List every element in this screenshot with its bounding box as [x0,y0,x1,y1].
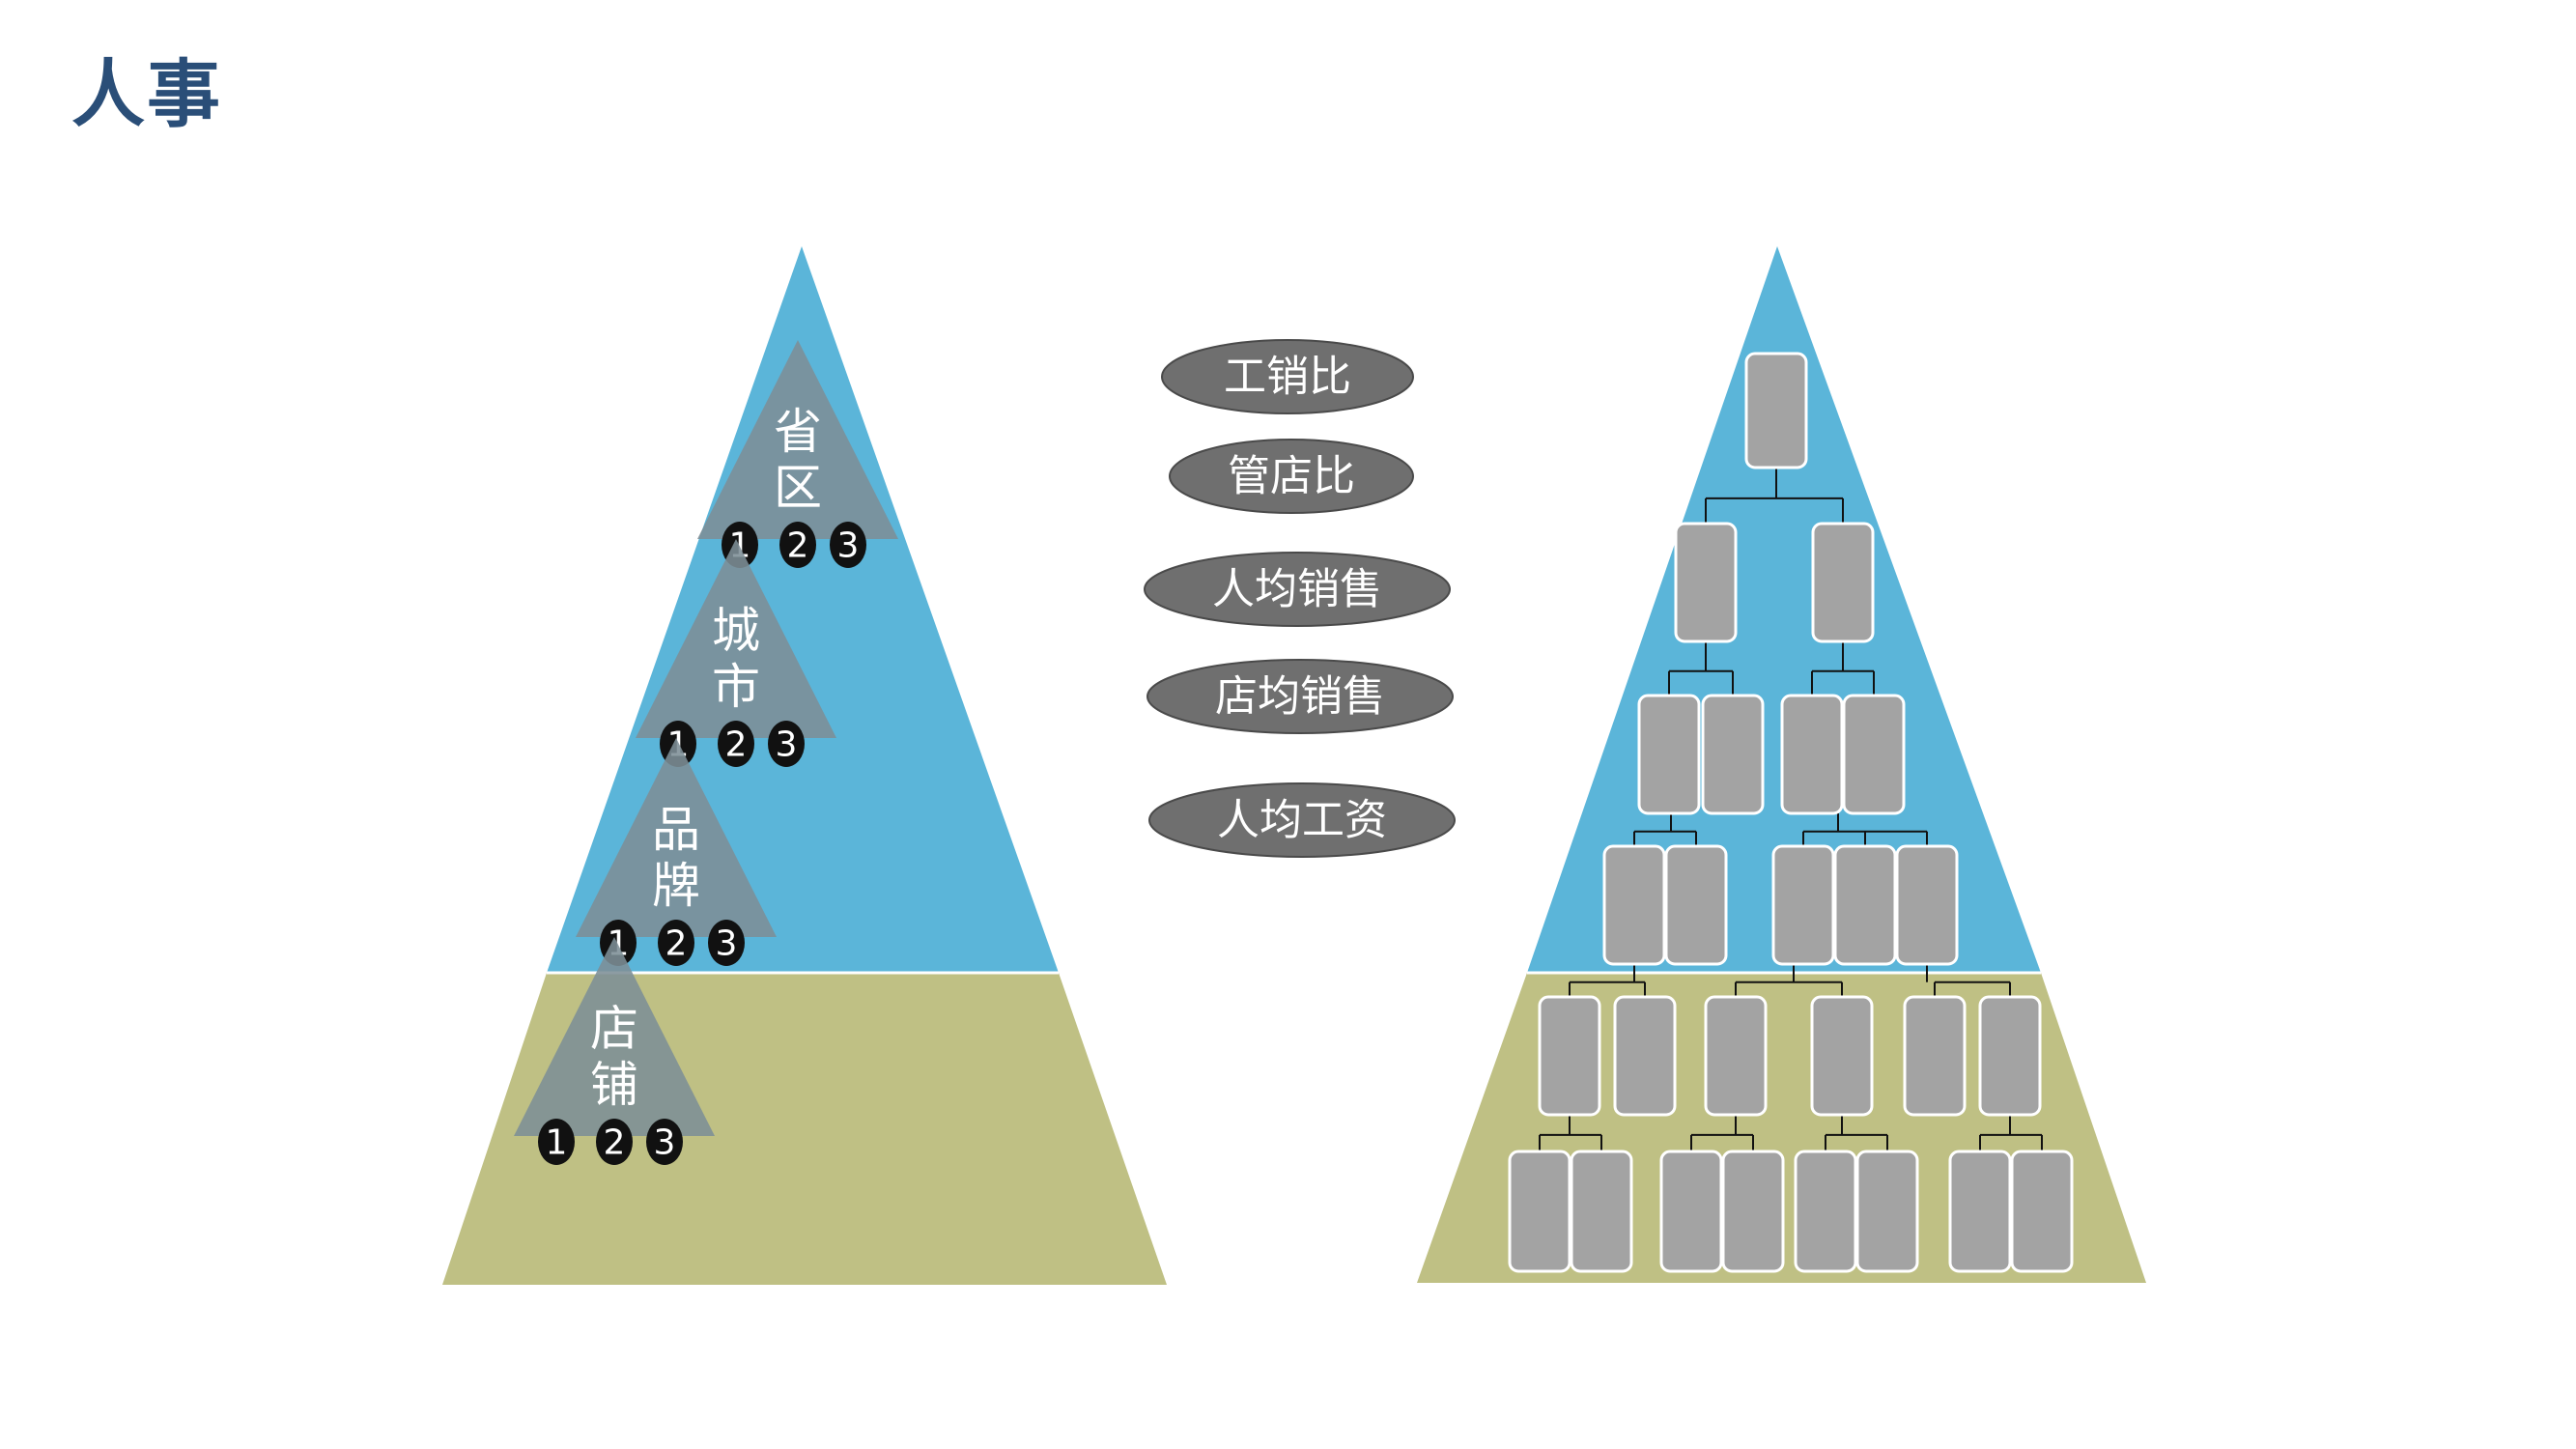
level-label-line2: 市 [712,659,760,715]
level-label-line2: 铺 [590,1057,638,1113]
org-box [1855,1150,1919,1273]
number-badge-label: 2 [604,1123,626,1163]
level-triangle [636,539,836,738]
metric-label: 管店比 [1228,452,1355,501]
org-box [1833,844,1897,966]
metric-item: 管店比 [1169,439,1414,514]
org-connectors [1539,468,2043,1151]
number-badge-label: 3 [776,725,798,765]
org-box [1508,1150,1571,1273]
org-box [1811,522,1875,643]
metric-oval [1161,339,1414,414]
org-box [1704,995,1768,1117]
org-box [1613,995,1677,1117]
number-badge-label: 2 [665,924,688,964]
number-badge-label: 3 [837,526,860,566]
level-label-line1: 品 [652,802,700,858]
metric-label: 店均销售 [1215,672,1385,722]
number-badge [768,721,805,767]
metric-item: 人均销售 [1144,552,1451,627]
level-label-line2: 区 [774,460,822,516]
org-box [1842,694,1906,815]
metric-oval [1148,782,1456,858]
org-box [1903,995,1967,1117]
org-box [1721,1150,1785,1273]
org-box [1701,694,1765,815]
number-badge [538,1119,575,1165]
org-box [1978,995,2042,1117]
org-box [1744,352,1808,469]
number-badge [718,721,754,767]
org-box [1637,694,1701,815]
org-box [1674,522,1738,643]
level-label-line1: 省 [774,404,822,460]
number-badge-label: 3 [716,924,738,964]
number-badge-label: 3 [654,1123,676,1163]
number-badge [830,522,866,568]
org-box [1771,844,1835,966]
metric-label: 工销比 [1224,353,1351,402]
level-triangle [576,738,777,937]
number-badge [596,1119,633,1165]
metric-item: 店均销售 [1146,659,1454,734]
page-title: 人事 [71,51,222,137]
number-badge-label: 1 [546,1123,568,1163]
metric-item: 人均工资 [1148,782,1456,858]
org-box [1948,1150,2012,1273]
org-box [1602,844,1666,966]
org-box [1794,1150,1857,1273]
number-badge-label: 2 [725,725,748,765]
metric-oval [1144,552,1451,627]
level-triangle [514,937,715,1136]
org-box [1570,1150,1633,1273]
metric-label: 人均销售 [1212,565,1382,614]
org-box [1664,844,1728,966]
level-2: 城市123 [636,539,836,767]
hierarchy-pyramid: 省区123城市123品牌123店铺123 [442,246,1167,1285]
number-badge [646,1119,683,1165]
level-label-line1: 城 [712,603,760,659]
org-box [1810,995,1874,1117]
metric-oval [1169,439,1414,514]
metric-item: 工销比 [1161,339,1414,414]
level-label-line1: 店 [590,1001,638,1057]
metric-label: 人均工资 [1217,796,1387,845]
number-badge [658,920,694,966]
metric-oval [1146,659,1454,734]
org-chart-boxes [1508,352,2074,1273]
level-triangle [697,340,898,539]
org-box [1538,995,1601,1117]
org-box [1659,1150,1723,1273]
number-badge [779,522,816,568]
org-pyramid [1417,246,2146,1283]
level-label-line2: 牌 [652,858,700,914]
number-badge [708,920,745,966]
org-box [2010,1150,2074,1273]
number-badge-label: 2 [787,526,809,566]
org-box [1895,844,1959,966]
org-box [1780,694,1844,815]
